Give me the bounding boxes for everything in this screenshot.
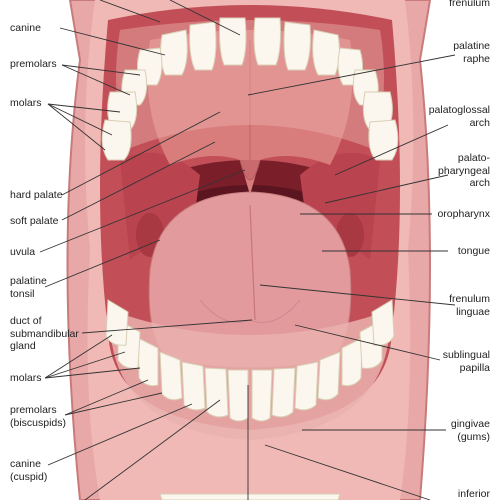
label-palatine-tonsil: palatine tonsil	[10, 275, 47, 300]
bottom-teeth-edge	[159, 493, 341, 500]
label-lower-molars: molars	[10, 372, 42, 384]
leader-line-lower-incisor	[84, 399, 221, 500]
leader-line-frenulum-linguae	[259, 284, 456, 306]
label-lower-premolars: premolars (biscuspids)	[10, 404, 67, 429]
leader-line-lower-premolars-2	[64, 392, 163, 416]
leader-line-canine	[59, 27, 166, 56]
label-gingivae: gingivae (gums)	[450, 418, 490, 443]
label-frenulum-top: frenulum	[449, 0, 490, 9]
label-tongue: tongue	[457, 245, 490, 257]
leader-line-molars-3	[47, 103, 106, 151]
palate	[147, 30, 353, 195]
label-molars: molars	[10, 97, 42, 109]
leader-line-sublingual	[294, 324, 441, 361]
label-uvula: uvula	[10, 246, 36, 258]
label-sublingual-papilla: sublingual papilla	[442, 349, 490, 374]
label-soft-palate: soft palate	[10, 215, 59, 227]
label-palatine-raphe: palatine raphe	[453, 40, 490, 65]
label-oropharynx: oropharynx	[437, 208, 490, 220]
leader-line-premolars-2	[61, 64, 131, 96]
label-frenulum-linguae: frenulum linguae	[449, 293, 490, 318]
leader-line-molars-1	[47, 103, 121, 113]
leader-lines	[39, 0, 456, 500]
leader-line-inferior	[264, 444, 431, 500]
leader-line-hard-palate	[61, 111, 221, 196]
leader-line-top-2	[169, 0, 241, 36]
label-lower-canine: canine (cuspid)	[10, 458, 48, 483]
leader-line-palatine-raphe	[247, 54, 456, 96]
leader-line-palatoglossal	[334, 124, 449, 176]
leader-line-premolars-1	[61, 64, 141, 76]
label-palatoglossal-arch: palatoglossal arch	[428, 104, 490, 129]
leader-line-lower-molars-3	[44, 367, 141, 379]
label-premolars: premolars	[10, 58, 57, 70]
leader-line-duct	[81, 319, 253, 334]
leader-line-lower-molars-1	[44, 334, 113, 379]
label-canine: canine	[10, 22, 41, 34]
upper-teeth	[101, 17, 399, 161]
label-palatopharyngeal-arch: palato- pharyngeal arch	[438, 152, 490, 189]
leader-line-molars-2	[47, 103, 113, 136]
leader-line-palatopharyngeal	[324, 174, 449, 204]
leader-line-lower-premolars-1	[64, 379, 149, 416]
leader-line-top-1	[99, 0, 161, 23]
leader-line-uvula	[39, 169, 246, 253]
label-inferior: inferior	[457, 488, 490, 500]
leader-line-palatine-tonsil	[44, 239, 161, 288]
leader-line-soft-palate	[61, 141, 216, 221]
leader-line-lower-molars-2	[44, 351, 126, 379]
label-duct-submandibular: duct of submandibular gland	[10, 315, 79, 352]
label-hard-palate: hard palate	[10, 189, 63, 201]
leader-line-lower-canine	[47, 403, 193, 466]
